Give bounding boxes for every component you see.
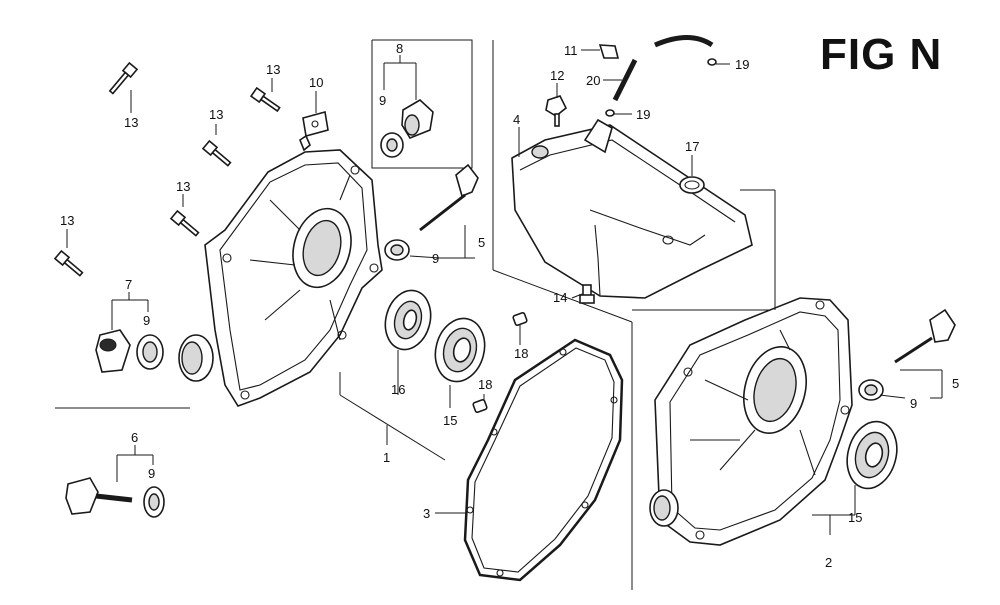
callout-12: 12: [550, 68, 565, 83]
o-ring-17: [679, 176, 705, 194]
callout-11: 11: [564, 43, 578, 58]
bearing-15-left: [434, 317, 486, 383]
dipstick-5-right: [858, 308, 956, 401]
callout-20: 20: [586, 73, 601, 88]
bolt-13-c: [169, 209, 200, 237]
callout-13: 13: [176, 179, 191, 194]
callout-9: 9: [910, 396, 918, 411]
bolt-12: [545, 95, 568, 127]
plug-8-assembly: [380, 99, 434, 158]
callout-1: 1: [383, 450, 391, 465]
gasket-3: [463, 338, 624, 582]
callout-17: 17: [685, 139, 700, 154]
callout-9: 9: [432, 251, 440, 266]
callout-3: 3: [423, 506, 431, 521]
separator-lines: [55, 39, 778, 590]
callout-5: 5: [952, 376, 960, 391]
callout-6: 6: [131, 430, 139, 445]
callout-19: 19: [636, 107, 651, 122]
callout-15: 15: [848, 510, 863, 525]
callout-18: 18: [514, 346, 529, 361]
callout-9: 9: [148, 466, 156, 481]
bolt-14: [579, 284, 595, 304]
bolt-13-top: [108, 61, 139, 95]
callout-4: 4: [513, 112, 521, 127]
fuel-tank-4: [511, 118, 753, 299]
bolt-13-group: [53, 61, 281, 277]
callout-8: 8: [396, 41, 404, 56]
clips-19: [605, 58, 717, 117]
drain-plug-6-assembly: [65, 477, 165, 518]
callout-13: 13: [266, 62, 281, 77]
callout-9: 9: [143, 313, 151, 328]
callout-16: 16: [391, 382, 406, 397]
fuel-hose-20: [612, 35, 714, 102]
bearing-15-right: [846, 420, 898, 490]
callout-7: 7: [125, 277, 133, 292]
oil-seal-16: [384, 289, 432, 351]
bolt-13-d: [53, 249, 84, 277]
bolt-13-b: [201, 139, 232, 167]
callout-19: 19: [735, 57, 750, 72]
plug-7-assembly: [95, 329, 164, 373]
callout-15: 15: [443, 413, 458, 428]
dowel-pins-18: [472, 312, 528, 413]
crankcase-cover-left: [178, 149, 383, 407]
figure-title: FIG N: [820, 30, 943, 79]
callout-13: 13: [209, 107, 224, 122]
callout-9: 9: [379, 93, 387, 108]
fuel-clip-11: [598, 44, 620, 59]
callout-14: 14: [553, 290, 568, 305]
callout-2: 2: [825, 555, 833, 570]
leader-lines: [66, 49, 943, 535]
crankcase-right: [649, 297, 853, 546]
callout-13: 13: [124, 115, 139, 130]
bracket-10: [299, 110, 329, 152]
callout-5: 5: [478, 235, 486, 250]
dipstick-5-upper: [384, 163, 479, 261]
callout-13: 13: [60, 213, 75, 228]
callout-10: 10: [309, 75, 324, 90]
bolt-13-a: [249, 86, 281, 113]
callout-18: 18: [478, 377, 493, 392]
